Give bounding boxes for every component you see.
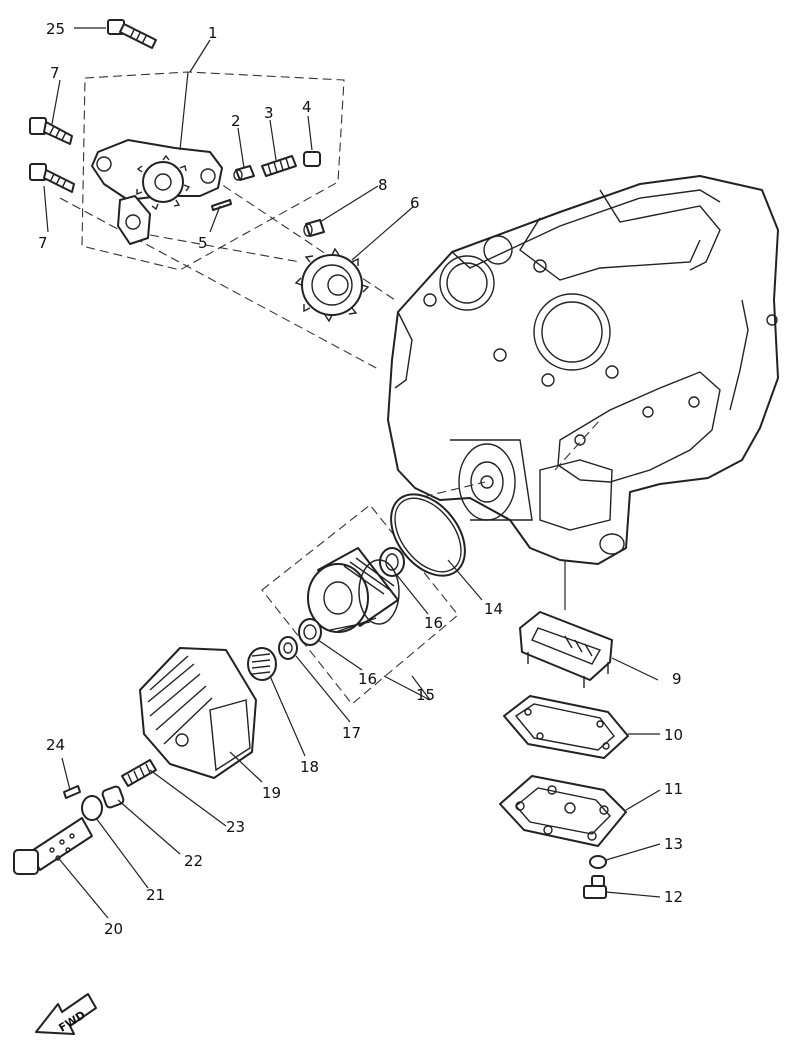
part-labels: 25 1 7 7 2 3 4 5 8 6 9 10 11 13 12 14 16… bbox=[38, 20, 683, 938]
label-part-13: 13 bbox=[664, 835, 683, 853]
label-part-1: 1 bbox=[208, 24, 218, 42]
label-part-17: 17 bbox=[342, 724, 361, 742]
part-6-gear bbox=[294, 247, 370, 323]
part-21-ring bbox=[81, 795, 103, 821]
bolt-25 bbox=[107, 19, 157, 49]
part-24-clip bbox=[63, 785, 81, 799]
part-22-cap bbox=[101, 785, 125, 809]
part-23-spring bbox=[121, 759, 157, 787]
oil-pump-assembly bbox=[91, 139, 223, 245]
label-part-25: 25 bbox=[46, 20, 65, 38]
label-part-5: 5 bbox=[198, 234, 208, 252]
label-part-22: 22 bbox=[184, 852, 203, 870]
part-10-gasket bbox=[503, 695, 629, 759]
part-20-strainer-tube bbox=[13, 817, 93, 875]
label-part-6: 6 bbox=[410, 194, 420, 212]
label-part-23: 23 bbox=[226, 818, 245, 836]
label-part-3: 3 bbox=[264, 104, 274, 122]
part-15-filter-element bbox=[307, 547, 400, 633]
label-part-10: 10 bbox=[664, 726, 683, 744]
label-part-24: 24 bbox=[46, 736, 65, 754]
label-part-19: 19 bbox=[262, 784, 281, 802]
label-part-14: 14 bbox=[484, 600, 503, 618]
label-part-16-lower: 16 bbox=[358, 670, 377, 688]
label-part-16-upper: 16 bbox=[424, 614, 443, 632]
label-part-12: 12 bbox=[664, 888, 683, 906]
part-17-washer bbox=[278, 636, 298, 660]
part-8 bbox=[303, 219, 325, 237]
bolt-7-upper bbox=[29, 117, 73, 145]
label-part-7-lower: 7 bbox=[38, 234, 48, 252]
label-part-9: 9 bbox=[672, 670, 682, 688]
part-3-spring bbox=[261, 155, 297, 177]
label-part-11: 11 bbox=[664, 780, 683, 798]
part-2 bbox=[233, 165, 255, 181]
part-19-filter-cover bbox=[139, 647, 257, 779]
part-5-pin bbox=[211, 199, 232, 211]
fwd-arrow-icon: FWD bbox=[35, 993, 97, 1035]
part-11-cover bbox=[499, 775, 627, 847]
part-9-strainer bbox=[519, 611, 613, 688]
leader-lines bbox=[43, 27, 661, 919]
label-part-18: 18 bbox=[300, 758, 319, 776]
label-part-20: 20 bbox=[104, 920, 123, 938]
bolt-7-lower bbox=[29, 163, 75, 193]
part-4 bbox=[303, 151, 321, 167]
label-part-7-upper: 7 bbox=[50, 64, 60, 82]
part-18-spring bbox=[247, 647, 277, 681]
crankcase bbox=[387, 175, 779, 565]
label-part-4: 4 bbox=[302, 98, 312, 116]
part-12-bolt bbox=[583, 875, 607, 899]
part-14-o-ring bbox=[390, 493, 466, 577]
label-part-15: 15 bbox=[416, 686, 435, 704]
label-part-2: 2 bbox=[231, 112, 241, 130]
label-part-21: 21 bbox=[146, 886, 165, 904]
part-16-upper-seal bbox=[379, 547, 405, 577]
part-13-washer bbox=[589, 855, 607, 869]
part-16-lower-seal bbox=[298, 618, 322, 646]
label-part-8: 8 bbox=[378, 176, 388, 194]
